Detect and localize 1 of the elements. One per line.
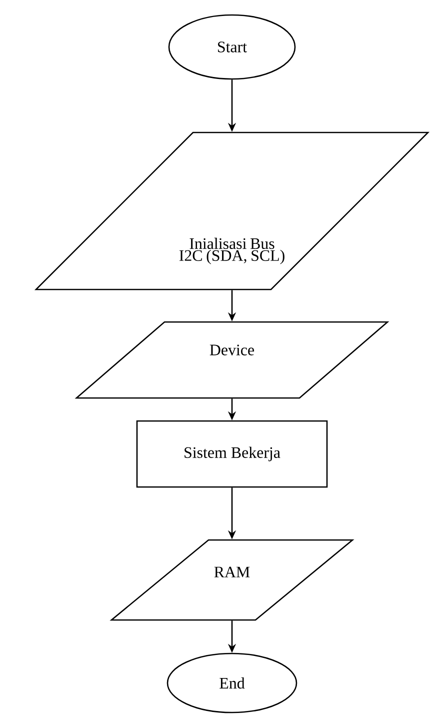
process-box: Sistem Bekerja — [136, 420, 328, 488]
